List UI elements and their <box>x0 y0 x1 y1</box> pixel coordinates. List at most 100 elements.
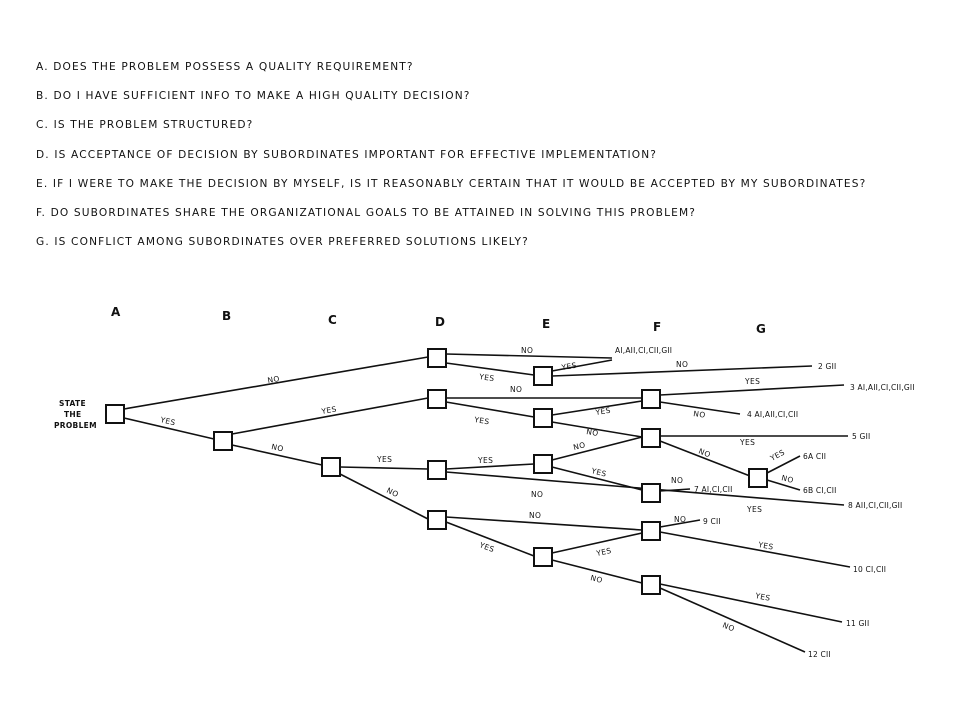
question-g: G. Is conflict among subordinates over p… <box>36 236 529 249</box>
outcome-11: 11 GII <box>846 619 869 628</box>
label-d2-no: NO <box>510 385 522 394</box>
label-e1-yes: YES <box>560 361 577 372</box>
question-f: F. Do subordinates share the organizatio… <box>36 206 697 219</box>
question-c: C. Is the problem structured? <box>36 119 254 132</box>
label-g-no: NO <box>781 473 795 485</box>
edge-f3-no <box>659 440 751 477</box>
edge-c-no <box>339 473 429 520</box>
column-f: F <box>653 320 661 334</box>
node-a <box>105 404 125 424</box>
outcome-7: 7 AI,CI,CII <box>694 485 733 494</box>
column-headers: A B C D E F G <box>111 305 766 336</box>
start-label: STATE THE PROBLEM <box>54 399 97 430</box>
edge-b-yes <box>231 397 429 435</box>
label-e2-no: NO <box>586 427 600 438</box>
label-d3-no: NO <box>531 490 543 499</box>
label-b-no: NO <box>271 442 285 453</box>
label-e2-yes: YES <box>594 406 611 417</box>
node-c <box>321 457 341 477</box>
outcome-4: 4 AI,AII,CI,CII <box>747 410 798 419</box>
node-f3 <box>641 483 661 503</box>
node-d1 <box>427 348 447 368</box>
outcome-8: 8 AII,CI,CII,GII <box>848 501 902 510</box>
label-c-yes: YES <box>376 455 392 464</box>
column-d: D <box>435 315 445 329</box>
label-e4-no: NO <box>590 573 604 585</box>
edge-d4-no <box>445 516 643 531</box>
edge-c-yes <box>339 466 429 470</box>
edge-d2-yes <box>445 401 535 418</box>
question-list: A. Does the problem possess a quality re… <box>36 58 946 262</box>
edge-f6-no <box>659 587 806 653</box>
question-e: E. If I were to make the decision by mys… <box>36 177 867 190</box>
label-f4-no: NO <box>671 476 683 485</box>
label-d4-no: NO <box>529 511 541 520</box>
node-d4 <box>427 510 447 530</box>
edge-b-no <box>231 444 323 466</box>
edge-a-yes <box>123 417 215 440</box>
column-c: C <box>328 313 337 327</box>
question-b: B. Do I have sufficient info to make a h… <box>36 90 471 103</box>
tree-nodes <box>105 348 768 595</box>
label-e1-no: NO <box>676 360 688 369</box>
edge-e2-yes <box>551 400 643 416</box>
edge-e1-yes <box>551 359 613 372</box>
node-f2 <box>641 428 661 448</box>
edge-e4-no <box>551 559 643 584</box>
label-f5-no: NO <box>674 515 686 524</box>
edge-g-yes <box>766 455 801 474</box>
edge-f5-yes <box>659 531 851 568</box>
node-d3 <box>427 460 447 480</box>
edge-f2-yes <box>659 384 845 396</box>
edge-e3-no <box>551 436 643 461</box>
node-b <box>213 431 233 451</box>
label-f3-no: NO <box>697 447 712 460</box>
label-g-yes: YES <box>768 448 787 464</box>
node-g <box>748 468 768 488</box>
label-d2-yes: YES <box>473 415 490 426</box>
outcome-9: 9 CII <box>703 517 721 526</box>
outcome-6a: 6A CII <box>803 452 826 461</box>
outcome-3: 3 AI,AII,CI,CII,GII <box>850 383 915 392</box>
outcome-2: 2 GII <box>818 362 836 371</box>
column-g: G <box>756 322 766 336</box>
node-e4 <box>533 547 553 567</box>
outcome-5: 5 GII <box>852 432 870 441</box>
node-e3 <box>533 454 553 474</box>
question-a: A. Does the problem possess a quality re… <box>36 61 414 73</box>
edge-f4-no <box>659 488 691 492</box>
label-f2-no: NO <box>693 409 706 420</box>
outcome-e1-yes: AI,AII,CI,CII,GII <box>615 346 672 355</box>
label-a-yes: YES <box>159 415 177 427</box>
outcome-10: 10 CI,CII <box>853 565 886 574</box>
label-e3-yes: YES <box>590 466 608 479</box>
start-label-line-1: STATE <box>59 399 86 408</box>
edge-e1-no <box>551 365 813 377</box>
node-d2 <box>427 389 447 409</box>
column-b: B <box>222 309 231 323</box>
start-label-line-2: THE <box>64 410 81 419</box>
label-d4-yes: YES <box>477 540 495 554</box>
edge-d1-yes <box>445 362 535 376</box>
outcomes: AI,AII,CI,CII,GII 2 GII 3 AI,AII,CI,CII,… <box>615 346 915 659</box>
column-e: E <box>542 317 550 331</box>
label-d3-tail-yes: YES <box>746 505 762 514</box>
node-f1 <box>641 389 661 409</box>
label-f2-yes: YES <box>744 377 760 386</box>
node-f5 <box>641 575 661 595</box>
node-f4 <box>641 521 661 541</box>
label-d1-yes: YES <box>478 372 495 383</box>
node-e2 <box>533 408 553 428</box>
edge-a-no <box>123 356 429 410</box>
label-b-yes: YES <box>320 404 338 416</box>
label-f6-no: NO <box>721 621 736 634</box>
edge-d1-no <box>445 353 613 359</box>
outcome-12: 12 CII <box>808 650 831 659</box>
start-label-line-3: PROBLEM <box>54 421 97 430</box>
edge-e2-no <box>551 421 643 438</box>
label-c-no: NO <box>385 486 400 499</box>
edge-f2-no <box>659 401 741 415</box>
edge-f5-no <box>659 519 701 528</box>
tree-edges <box>123 353 851 653</box>
